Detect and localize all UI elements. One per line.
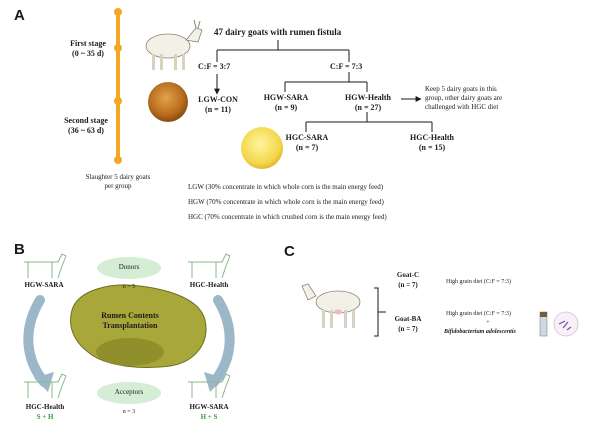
acceptors-oval	[97, 382, 161, 404]
hgw-sara-bottom: HGW-SARA	[189, 403, 229, 411]
legend-hgw: HGW (70% concentrate in which whole corn…	[188, 198, 384, 206]
goat-ba-diet: High grain diet (C:F = 7:3)	[446, 311, 511, 317]
panel-c-graphics	[301, 283, 579, 337]
hgc-health-code: S + H	[36, 413, 54, 421]
legend-hgc: HGC (70% concentrate in which crushed co…	[188, 213, 387, 221]
timeline-dot-second	[114, 97, 122, 105]
donors-oval	[97, 257, 161, 279]
slaughter-line-2: per group	[104, 182, 132, 190]
hgc-health-name: HGC-Health	[410, 133, 454, 142]
panel-c-bracket	[374, 287, 386, 337]
note-line-2: group, other dairy goats are	[425, 94, 503, 102]
goat-ba-plus: +	[486, 320, 490, 326]
hgc-health-n: (n = 15)	[418, 143, 446, 152]
hgc-health-bottom: HGC-Health	[25, 403, 65, 411]
goat-c-n: (n = 7)	[398, 281, 418, 289]
hgc-sara-name: HGC-SARA	[285, 133, 329, 142]
legend-lgw: LGW (30% concentrate in which whole corn…	[188, 183, 384, 191]
donors-label: Donors	[118, 263, 140, 271]
panel-c-label: C	[284, 243, 295, 260]
donors-n: n = 5	[122, 284, 136, 290]
rumen-label-2: Transplantation	[102, 321, 158, 330]
second-stage-title: Second stage	[64, 116, 108, 125]
first-stage-title: First stage	[70, 39, 106, 48]
goat-icon	[145, 19, 203, 70]
acceptors-label: Acceptors	[114, 388, 144, 396]
right-transfer-arrow	[209, 295, 235, 387]
note-line-3: challenged with HGC diet	[425, 103, 499, 111]
slaughter-line-1: Slaughter 5 dairy goats	[85, 173, 151, 181]
lgw-con-name: LGW-CON	[198, 95, 238, 104]
hgc-health-top: HGC-Health	[189, 281, 229, 289]
hgw-sara-n: (n = 9)	[274, 103, 298, 112]
timeline	[114, 8, 122, 164]
goat-ba-n: (n = 7)	[398, 325, 418, 333]
goat-ba-name: Goat-BA	[394, 315, 422, 323]
left-transfer-arrow	[23, 295, 49, 387]
goat-c-name: Goat-C	[396, 271, 420, 279]
panel-a-tree	[214, 40, 433, 132]
hgw-health-name: HGW-Health	[345, 93, 391, 102]
ratio-right: C:F = 7:3	[330, 62, 363, 71]
timeline-dot-end	[114, 156, 122, 164]
first-stage-range: (0 ~ 35 d)	[72, 49, 104, 58]
whole-corn-icon	[148, 82, 188, 122]
timeline-dot-start	[114, 8, 122, 16]
acceptors-n: n = 3	[122, 409, 136, 415]
top-title: 47 dairy goats with rumen fistula	[214, 27, 342, 37]
hgc-sara-n: (n = 7)	[295, 143, 319, 152]
second-stage-range: (36 ~ 63 d)	[68, 126, 104, 135]
goat-c-diet: High grain diet (C:F = 7:3)	[446, 279, 511, 285]
panel-a-label: A	[14, 7, 25, 24]
hgw-sara-top: HGW-SARA	[24, 281, 64, 289]
panel-b-graphics	[23, 253, 235, 404]
goat-ba-bacterium: Bifidobacterium adolescentis	[444, 329, 516, 335]
panel-b-label: B	[14, 241, 25, 258]
crushed-corn-icon	[241, 127, 283, 169]
timeline-dot-first	[114, 44, 122, 52]
rumen-label-1: Rumen Contents	[101, 311, 159, 320]
hgw-health-n: (n = 27)	[354, 103, 382, 112]
lgw-con-n: (n = 11)	[205, 105, 231, 114]
ratio-left: C:F = 3:7	[198, 62, 231, 71]
goat-outline-icons	[24, 253, 231, 399]
goat-icon-c	[301, 283, 361, 328]
hgw-sara-code: H + S	[200, 413, 218, 421]
hgw-sara-name: HGW-SARA	[263, 93, 309, 102]
note-line-1: Keep 5 dairy goats in this	[425, 85, 497, 93]
rumen-lower-lobe	[96, 338, 164, 366]
